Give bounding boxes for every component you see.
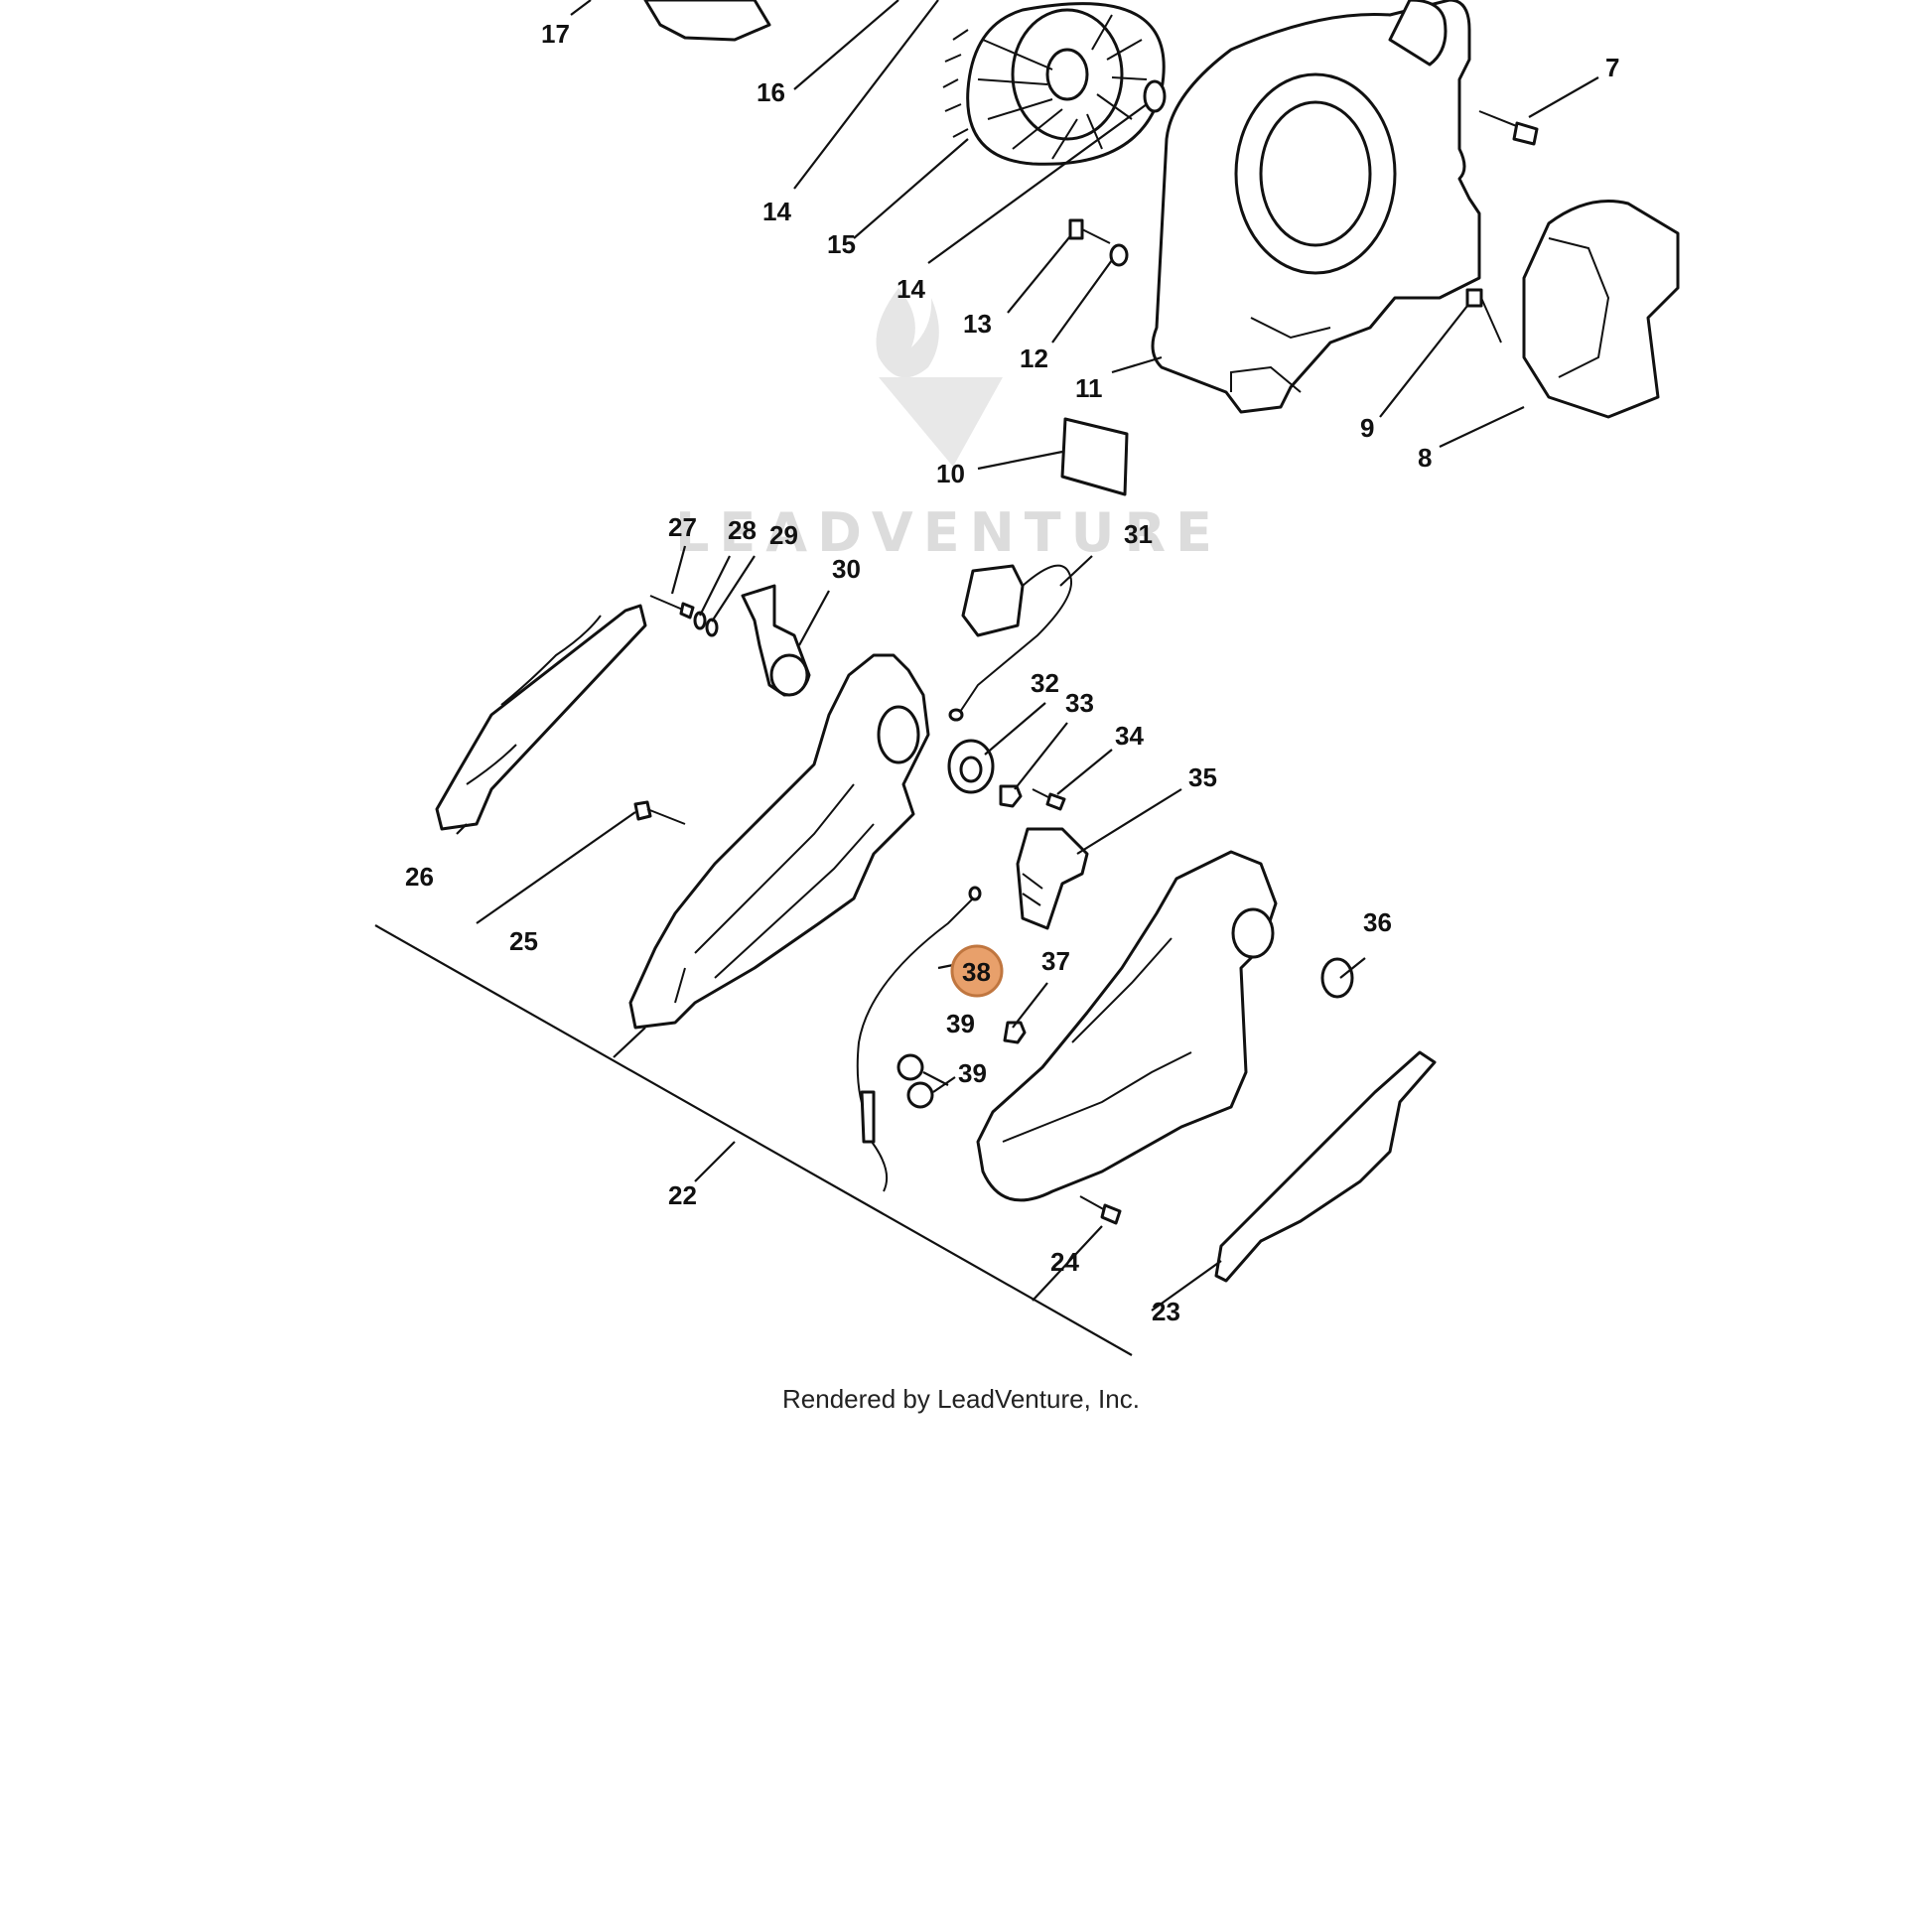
v-logo-icon	[879, 377, 1003, 467]
highlight-circle	[950, 944, 1004, 998]
callout-22[interactable]: 22	[668, 1180, 697, 1210]
callout-17[interactable]: 17	[541, 19, 570, 49]
footer-credit: Rendered by LeadVenture, Inc.	[782, 1384, 1140, 1414]
part-32-knob	[947, 739, 995, 794]
callout-8[interactable]: 8	[1418, 443, 1432, 473]
part-30-lever	[741, 584, 811, 697]
part-25-screw	[633, 800, 686, 825]
part-15-flywheel	[942, 2, 1166, 166]
callout-26[interactable]: 26	[405, 862, 434, 892]
part-9-screw	[1465, 288, 1502, 344]
callout-27[interactable]: 27	[668, 512, 697, 542]
part-28-washer	[693, 611, 707, 630]
watermark-text: LEADVENTURE	[675, 501, 1222, 564]
part-11-blower-housing	[1151, 0, 1481, 414]
callout-9[interactable]: 9	[1360, 413, 1374, 443]
callout-labels: 17 16 14 15 14 13 12 11 10 7 9 8 27 28 2…	[405, 19, 1619, 1326]
callout-24[interactable]: 24	[1050, 1247, 1079, 1277]
callout-39[interactable]: 39	[946, 1009, 975, 1038]
callout-13[interactable]: 13	[963, 309, 992, 339]
callout-14-b[interactable]: 14	[897, 274, 925, 304]
part-22-handle-frame	[628, 653, 930, 1030]
callout-11[interactable]: 11	[1075, 373, 1103, 403]
part-23-grip	[1214, 1050, 1437, 1283]
callout-35[interactable]: 35	[1188, 762, 1217, 792]
callout-10[interactable]: 10	[936, 459, 965, 488]
part-17-housing	[643, 0, 771, 42]
part-33-nut	[999, 784, 1023, 808]
part-24-screw	[1079, 1195, 1122, 1225]
part-36-cap	[1320, 957, 1354, 999]
leadventure-watermark: LEADVENTURE	[675, 288, 1222, 564]
callout-36[interactable]: 36	[1363, 907, 1392, 937]
callout-33[interactable]: 33	[1065, 688, 1094, 718]
callout-34[interactable]: 34	[1115, 721, 1144, 751]
callout-28[interactable]: 28	[728, 515, 757, 545]
callout-37[interactable]: 37	[1041, 946, 1070, 976]
part-38-cable	[856, 886, 982, 1192]
callout-12[interactable]: 12	[1020, 344, 1048, 373]
callout-15[interactable]: 15	[827, 229, 856, 259]
leader-lines	[456, 0, 1599, 1311]
callout-32[interactable]: 32	[1031, 668, 1059, 698]
part-10-label	[1060, 417, 1129, 496]
part-37-nut	[1003, 1021, 1027, 1044]
part-39-nut-2	[906, 1081, 934, 1109]
part-13-screw	[1068, 218, 1111, 244]
flame-logo-icon	[876, 288, 939, 378]
callout-31[interactable]: 31	[1124, 519, 1153, 549]
part-24-handle-housing	[976, 850, 1278, 1202]
part-39-nut	[897, 1053, 924, 1081]
part-29-washer	[705, 618, 719, 637]
callout-38[interactable]: 38	[962, 957, 991, 987]
part-26-grip	[435, 604, 647, 831]
callout-23[interactable]: 23	[1152, 1297, 1180, 1326]
callout-30[interactable]: 30	[832, 554, 861, 584]
part-8-cover	[1522, 200, 1680, 419]
assembly-baseline	[374, 924, 1133, 1356]
callout-29[interactable]: 29	[769, 520, 798, 550]
part-7-screw	[1478, 110, 1539, 146]
part-35-trigger	[1016, 827, 1089, 930]
part-12-washer	[1109, 243, 1129, 267]
part-34-screw	[1032, 788, 1066, 811]
callout-7[interactable]: 7	[1605, 53, 1619, 82]
part-14-washer	[1143, 79, 1167, 113]
part-27-screw	[649, 595, 695, 620]
callout-39-b[interactable]: 39	[958, 1058, 987, 1088]
callout-16[interactable]: 16	[757, 77, 785, 107]
callout-25[interactable]: 25	[509, 926, 538, 956]
callout-14[interactable]: 14	[762, 197, 791, 226]
